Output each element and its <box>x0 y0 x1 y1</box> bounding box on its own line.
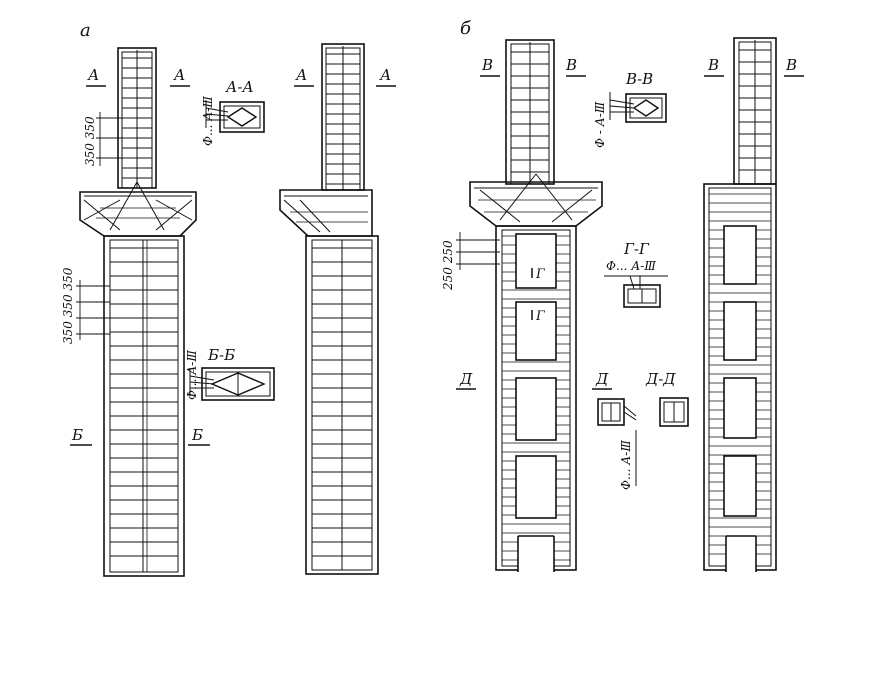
panel-a-label: а <box>80 20 91 41</box>
cut-lines <box>70 75 804 446</box>
ties-upper-shaft <box>122 57 152 179</box>
panel-a-column-2 <box>279 43 379 575</box>
leader-lines <box>189 92 668 486</box>
cut-mark-a-4: А <box>379 66 391 84</box>
cut-mark-d-1: Д <box>459 370 473 388</box>
section-aa-inset <box>219 101 265 133</box>
dimension-lines <box>76 112 500 340</box>
cut-mark-d-2: Д <box>595 370 609 388</box>
section-gg-title: Г-Г <box>623 240 650 258</box>
rebar-callout-bb: Ф... А-Ⅲ <box>185 350 199 400</box>
dim-bottom-spacing: 350 350 350 <box>61 267 75 344</box>
cut-mark-v-2: В <box>565 56 577 74</box>
panel-b-column-1 <box>469 39 603 572</box>
ties-upper-shaft <box>739 49 771 171</box>
rebar-callout-vv: Ф - А-Ⅲ <box>593 101 607 148</box>
dim-opening-spacing: 250 250 <box>441 240 455 291</box>
text-layer: а б А А А А Б Б В В В В Д Д Г Г А-А Б-Б … <box>61 18 797 490</box>
panel-b-column-2 <box>703 37 777 572</box>
ties-lower-shaft <box>110 247 178 557</box>
cut-mark-b-2: Б <box>191 426 203 444</box>
cut-mark-b-1: Б <box>71 426 83 444</box>
section-dd-inset-1 <box>597 398 625 426</box>
ties-upper-shaft <box>326 53 360 185</box>
panel-b-label: б <box>460 18 472 39</box>
cut-mark-v-3: В <box>707 56 719 74</box>
cut-mark-g-1: Г <box>535 267 545 282</box>
cut-mark-g-2: Г <box>535 309 545 324</box>
section-bb-inset <box>201 367 275 401</box>
cut-mark-v-1: В <box>481 56 493 74</box>
section-gg-inset <box>623 284 661 308</box>
cut-mark-a-3: А <box>295 66 307 84</box>
cut-mark-a-1: А <box>87 66 99 84</box>
section-dd-inset-2 <box>659 397 689 427</box>
section-vv-title: В-В <box>625 70 653 88</box>
ties-upper-shaft <box>511 51 549 173</box>
section-aa-title: А-А <box>225 78 254 96</box>
rebar-callout-dd: Ф... А-Ⅲ <box>619 440 633 490</box>
dim-top-spacing: 350 350 <box>83 116 97 166</box>
section-dd-title: Д-Д <box>645 370 676 388</box>
ties-lower-shaft <box>312 247 372 557</box>
cut-mark-v-4: В <box>785 56 797 74</box>
section-vv-inset <box>625 93 667 123</box>
panel-a-column-1 <box>79 47 197 577</box>
cut-mark-a-2: А <box>173 66 185 84</box>
section-bb-title: Б-Б <box>207 346 235 364</box>
rebar-callout-gg: Ф... А-Ⅲ <box>606 259 656 273</box>
rebar-callout-aa: Ф... А-Ⅲ <box>201 96 215 146</box>
